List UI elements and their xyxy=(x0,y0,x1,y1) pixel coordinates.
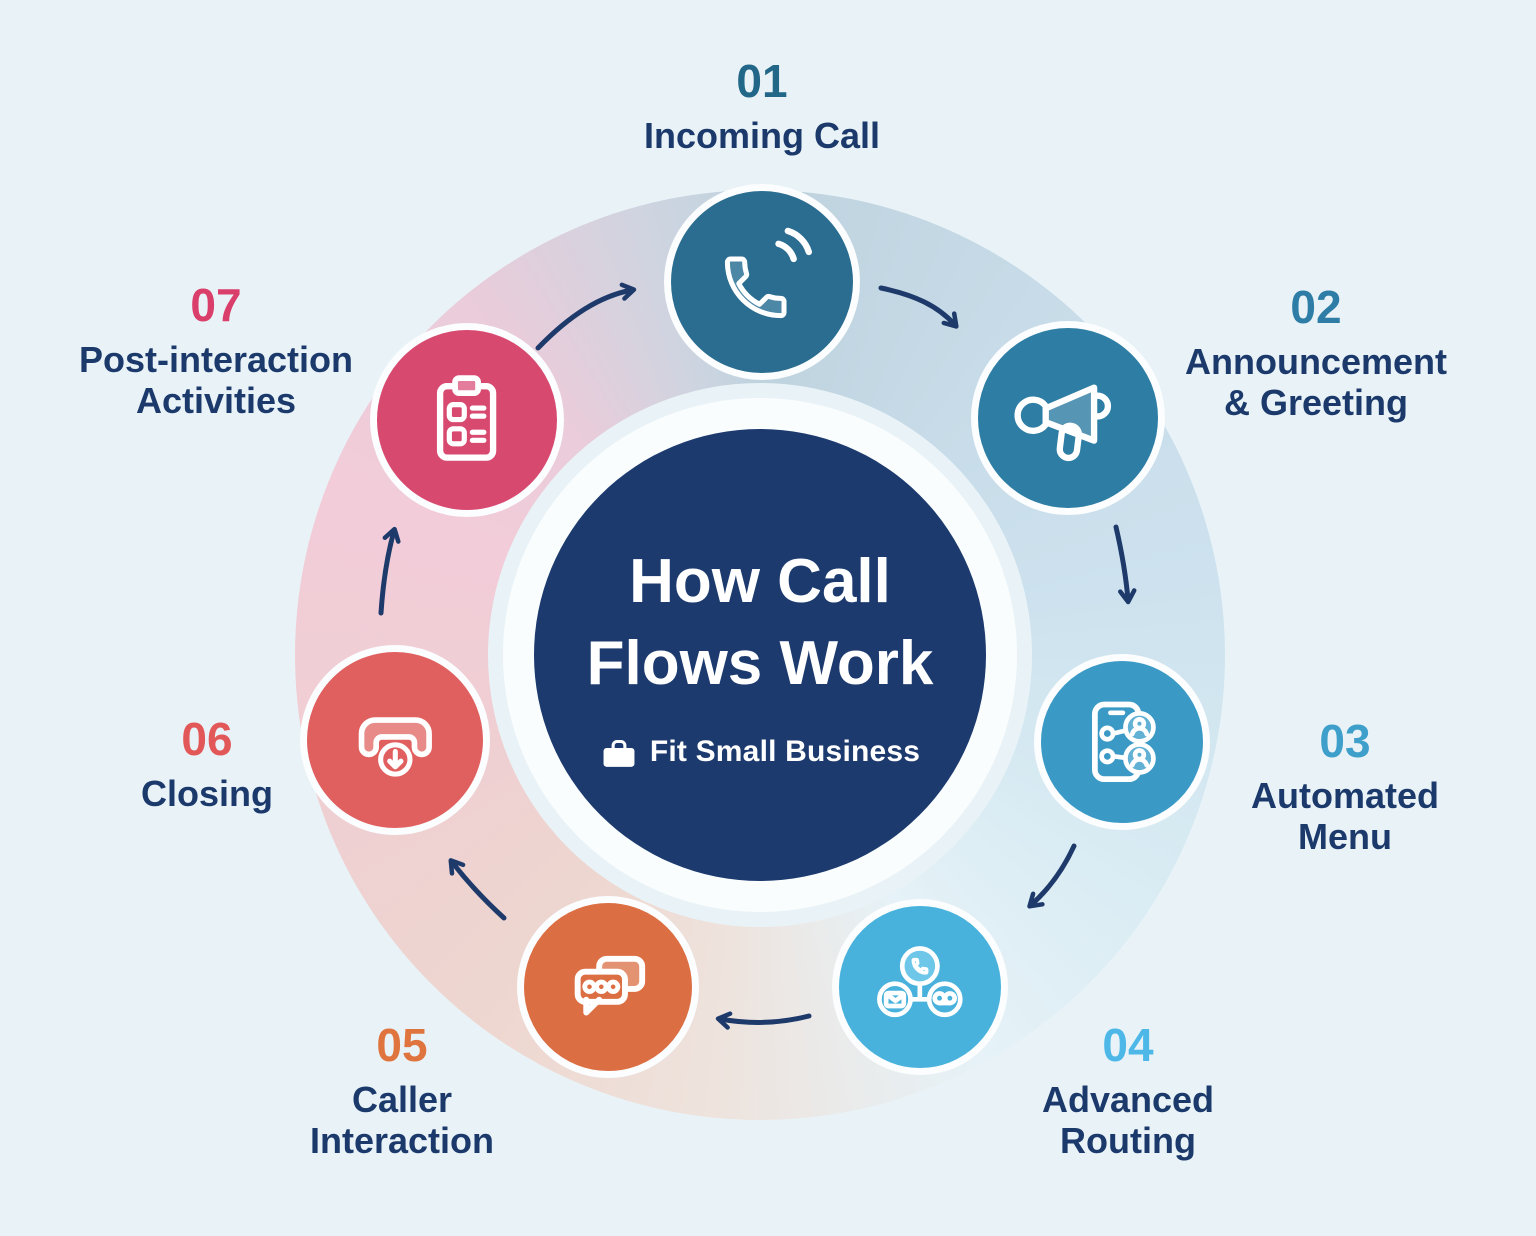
closing-icon xyxy=(358,716,432,777)
step-4-label: 04 Advanced Routing xyxy=(968,1020,1288,1161)
step-1-circle xyxy=(664,184,860,380)
step-3-number: 03 xyxy=(1319,715,1371,767)
caller-interaction-icon xyxy=(574,956,646,1016)
step-2-circle xyxy=(971,321,1165,515)
step-2-number: 02 xyxy=(1290,281,1342,333)
step-1-text-line: Incoming Call xyxy=(643,114,881,156)
step-5-number: 05 xyxy=(376,1019,428,1071)
step-3-text: Automated Menu xyxy=(1195,775,1495,857)
step-2-label: 02 Announcement & Greeting xyxy=(1136,282,1496,423)
step-4-circle xyxy=(832,899,1008,1075)
step-5-text: Caller Interaction xyxy=(242,1079,562,1161)
step-4-text-line: Routing xyxy=(1060,1119,1196,1161)
step-5-circle xyxy=(517,896,699,1078)
step-7-circle xyxy=(370,323,564,517)
step-4-text-line: Advanced xyxy=(1041,1078,1215,1120)
step-3-circle xyxy=(1034,654,1210,830)
incoming-call-icon xyxy=(704,227,812,340)
step-4-text: Advanced Routing xyxy=(968,1079,1288,1161)
step-2-text-line: Announcement xyxy=(1184,340,1447,382)
step-3-label: 03 Automated Menu xyxy=(1195,716,1495,857)
post-interaction-icon xyxy=(437,375,497,462)
step-1-text: Incoming Call xyxy=(512,115,1012,156)
step-3-text-line: Menu xyxy=(1298,815,1392,857)
step-5-text-line: Caller xyxy=(351,1078,453,1120)
step-7-label: 07 Post-interaction Activities xyxy=(36,280,396,421)
step-5-label: 05 Caller Interaction xyxy=(242,1020,562,1161)
brand-logo: Fit Small Business xyxy=(600,735,920,769)
announcement-icon xyxy=(1014,384,1112,462)
step-6-number: 06 xyxy=(181,713,233,765)
step-6-text: Closing xyxy=(77,773,337,814)
step-6-circle xyxy=(300,645,490,835)
step-3-text-line: Automated xyxy=(1251,774,1439,816)
page-title: How Call Flows Work xyxy=(587,541,934,705)
center-circle: How Call Flows Work Fit Small Business xyxy=(534,429,986,881)
title-line-2: Flows Work xyxy=(586,629,934,698)
brand-name: Fit Small Business xyxy=(649,735,921,768)
step-1-number: 01 xyxy=(736,55,788,107)
step-1-label: 01 Incoming Call xyxy=(512,56,1012,156)
step-5-text-line: Interaction xyxy=(309,1119,495,1161)
step-2-text: Announcement & Greeting xyxy=(1136,341,1496,423)
step-4-number: 04 xyxy=(1102,1019,1154,1071)
title-line-1: How Call xyxy=(629,547,891,616)
step-7-text: Post-interaction Activities xyxy=(36,339,396,421)
step-6-text-line: Closing xyxy=(141,772,273,814)
step-2-text-line: & Greeting xyxy=(1223,381,1409,423)
automated-menu-icon xyxy=(1092,701,1156,783)
advanced-routing-icon xyxy=(877,946,963,1018)
step-7-text-line: Post-interaction xyxy=(78,338,354,380)
step-7-number: 07 xyxy=(190,279,242,331)
briefcase-icon xyxy=(603,739,635,767)
step-7-text-line: Activities xyxy=(135,379,297,421)
step-6-label: 06 Closing xyxy=(77,714,337,814)
